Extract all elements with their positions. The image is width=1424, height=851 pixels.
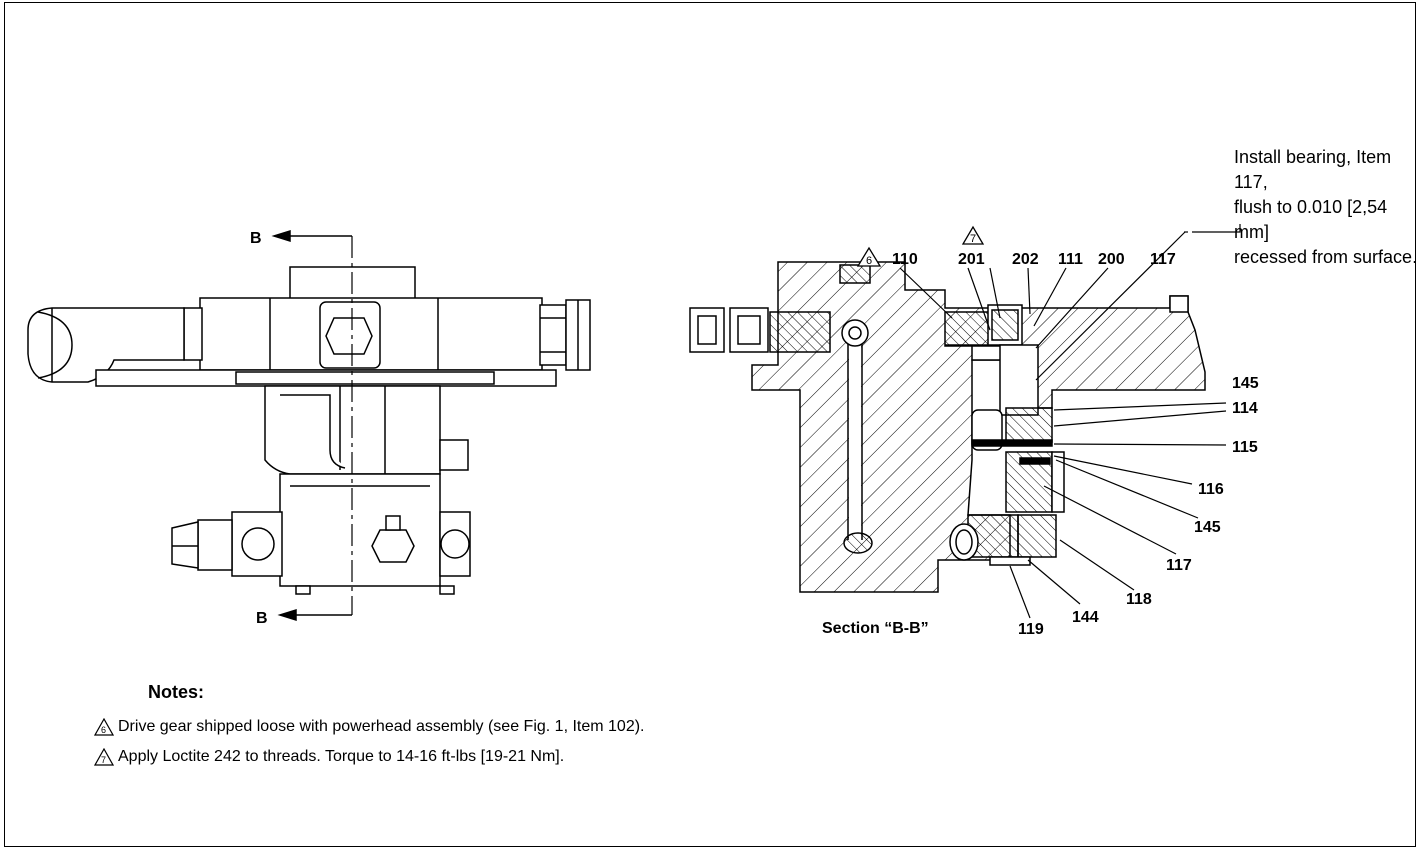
item-115: 115 — [1232, 439, 1258, 456]
callout-line-2: flush to 0.010 [2,54 mm] — [1234, 197, 1388, 242]
notes-title: Notes: — [148, 682, 205, 702]
exterior-view — [27, 266, 591, 595]
item-118: 118 — [1126, 591, 1152, 608]
item-144: 144 — [1072, 609, 1099, 626]
item-114: 114 — [1232, 400, 1258, 417]
note-item-7: 7 Apply Loctite 242 to threads. Torque t… — [94, 748, 564, 766]
note-triangle-6: 6 — [856, 246, 882, 267]
note-triangle-6-num: 6 — [866, 255, 872, 267]
item-110: 110 — [892, 251, 918, 268]
drawing-frame — [4, 2, 1416, 847]
item-200: 200 — [1098, 251, 1125, 268]
item-117-lower: 117 — [1166, 557, 1192, 574]
note-item-6: 6 Drive gear shipped loose with powerhea… — [94, 718, 644, 736]
note-7-symbol: 7 — [101, 755, 106, 765]
callout-line-3: recessed from surface. — [1234, 247, 1418, 267]
leader-lines — [899, 224, 1241, 619]
section-title: Section “B-B” — [822, 620, 929, 637]
item-202: 202 — [1012, 251, 1039, 268]
note-6-triangle-icon: 6 — [94, 718, 114, 736]
note-triangle-7-num: 7 — [970, 233, 976, 245]
bearing-install-callout: Install bearing, Item 117, flush to 0.01… — [1234, 145, 1424, 270]
section-view — [689, 261, 1206, 593]
note-6-symbol: 6 — [101, 725, 106, 735]
section-arrow-label-top: B — [250, 230, 262, 247]
item-201: 201 — [958, 251, 985, 268]
item-145-upper: 145 — [1232, 375, 1259, 392]
item-145-lower: 145 — [1194, 519, 1221, 536]
note-7-text: Apply Loctite 242 to threads. Torque to … — [118, 748, 565, 766]
section-arrow-label-bottom: B — [256, 610, 268, 627]
callout-line-1: Install bearing, Item 117, — [1234, 147, 1392, 192]
section-arrows — [271, 229, 352, 622]
note-7-triangle-icon: 7 — [94, 748, 114, 766]
item-119: 119 — [1018, 621, 1044, 638]
note-6-text: Drive gear shipped loose with powerhead … — [118, 718, 645, 736]
item-117-top: 117 — [1150, 251, 1176, 268]
item-111: 111 — [1058, 251, 1083, 268]
note-triangle-7: 7 — [961, 225, 985, 245]
item-116: 116 — [1198, 481, 1224, 498]
